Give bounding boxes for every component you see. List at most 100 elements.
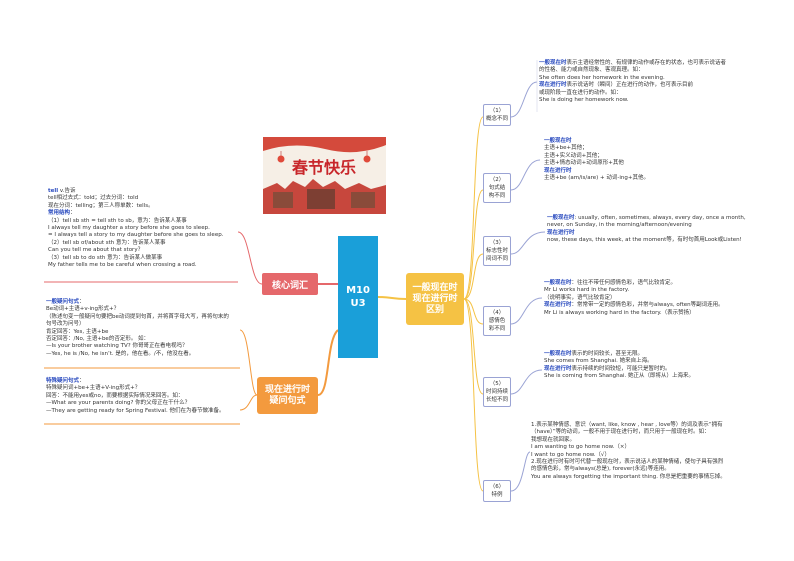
text-line: My father tells me to be careful when cr… — [48, 262, 223, 269]
text-line: 常用结构： — [48, 210, 223, 217]
text-line: tell相过去式：told；过去分词：told — [48, 195, 223, 202]
question-form-line2: 疑问句式 — [269, 395, 306, 406]
section-special: （6） 特例 — [483, 480, 511, 502]
text-line: 特殊疑问句式： — [46, 378, 224, 385]
general-question-text: 一般疑问句式：Be动词+主语+v-ing形式+？（陈述句变一般疑问句要把be动词… — [46, 299, 229, 358]
line-text: 的性格、能力或自然现象、客观真理。如： — [539, 67, 644, 74]
line-text: 主语+be (am/is/are) + 动词-ing+其他。 — [544, 175, 649, 182]
section-title: 标志性时间词不同 — [486, 248, 509, 262]
time-words-text: 一般现在时: usually, often, sometimes, always… — [547, 215, 746, 245]
line-text: （说明事实，语气比较肯定） — [544, 294, 616, 301]
text-line: Mr Li works hard in the factory. — [544, 287, 724, 294]
section-structure: （2） 句式结构不同 — [483, 173, 511, 203]
line-text: now, these days, this week, at the momen… — [547, 237, 742, 244]
tense-comparison-line2: 现在进行时 — [412, 293, 458, 304]
text-line: Be动词+主语+v-ing形式+？ — [46, 306, 229, 313]
emotion-text: 一般现在时：往往不带任何感情色彩，语气比较肯定。Mr Li works hard… — [544, 280, 724, 317]
line-text: （3）tell sb to do sth 意为：告诉某人做某事 — [48, 254, 163, 261]
line-text: —Is your brother watching TV? 你哥哥正在看电视吗？ — [46, 343, 188, 350]
line-text: Can you tell me about that story？ — [48, 247, 144, 254]
line-text: My father tells me to be careful when cr… — [48, 262, 197, 269]
section-number: （6） — [489, 484, 505, 490]
tense-comparison-line1: 一般现在时 — [412, 282, 458, 293]
line-text: 回答：不能用yes或no，而要根据实际情况来回答。如： — [46, 392, 184, 399]
highlight-term: 一般现在时 — [544, 351, 572, 357]
text-line: Can you tell me about that story？ — [48, 247, 223, 254]
text-line: 现在进行时 — [544, 168, 649, 175]
text-line: You are always forgetting the important … — [531, 473, 726, 480]
highlight-term: 一般现在时 — [547, 215, 575, 221]
line-text: —Yes, he is /No, he isn’t. 是的，他在看。/不，他没在… — [46, 350, 195, 357]
line-text: （2）tell sb of/about sth 意为：告诉某人某事 — [48, 239, 166, 246]
text-line: 主语+实义动词+其他； — [544, 153, 649, 160]
central-topic: M10 U3 — [338, 236, 378, 358]
highlight-term: 现在进行时 — [544, 302, 572, 309]
text-line: 现在进行时：常常带一定的感情色彩，并常与always, often等副词连用。 — [544, 302, 724, 309]
line-text: She is doing her homework now. — [539, 97, 629, 104]
text-line: （3）tell sb to do sth 意为：告诉某人做某事 — [48, 255, 223, 262]
banner-title: 春节快乐 — [291, 158, 356, 177]
section-concept: （1） 概念不同 — [483, 104, 511, 126]
line-text: ：常常带一定的感情色彩，并常与always, often等副词连用。 — [571, 302, 724, 309]
text-line: I always tell my daughter a story before… — [48, 225, 223, 232]
tense-comparison-line3: 区别 — [425, 304, 444, 315]
text-line: （have）”等的动词，一般不用于现在进行时，而只用于一般现在时。如： — [531, 429, 710, 436]
line-text: ： — [79, 378, 85, 384]
line-text: ： — [79, 299, 85, 305]
central-topic-line2: U3 — [350, 298, 366, 309]
section-time-words: （3） 标志性时间词不同 — [483, 236, 511, 266]
line-text: Mr Li is always working hard in the fact… — [544, 309, 695, 316]
highlight-term: 现在进行时 — [547, 229, 575, 236]
highlight-term: 现在进行时 — [544, 167, 572, 174]
highlight-term: 特殊疑问句式 — [46, 378, 80, 384]
line-text: 表示的时间较长，甚至无限。 — [571, 351, 644, 357]
line-text: I always tell my daughter a story before… — [48, 225, 210, 232]
line-text: 主语+情态动词+动词原形+其他 — [544, 160, 624, 167]
text-line: （1）tell sb sth = tell sth to sb，意为：告诉某人某… — [48, 218, 223, 225]
line-text: 句号改为问号） — [46, 321, 85, 328]
line-text: （陈述句变一般疑问句要把be动词提到句首，并将首字母大写，再将句末的 — [46, 313, 229, 320]
line-text: 表示说话时（瞬间）正在进行的动作，也可表示目前 — [566, 82, 694, 89]
line-text: 肯定回答：Yes, 主语+be — [46, 328, 109, 335]
text-line: 1.表示某种情感、意识（want, like, know , hear , lo… — [531, 422, 723, 428]
structure-text: 一般现在时主语+be+其他；主语+实义动词+其他；主语+情态动词+动词原形+其他… — [544, 138, 649, 182]
text-line: （陈述句变一般疑问句要把be动词提到句首，并将首字母大写，再将句末的 — [46, 314, 229, 321]
text-line: She comes from Shanghai. 她来自上海。 — [544, 358, 694, 365]
section-title: 时间持续长短不同 — [486, 389, 509, 403]
section-title: 句式结构不同 — [488, 185, 506, 199]
core-vocabulary-node: 核心词汇 — [262, 273, 318, 295]
spring-festival-banner: 春节快乐 — [263, 137, 386, 214]
text-line: 一般现在时表示的时间较长，甚至无限。 — [544, 351, 694, 358]
text-line: 句号改为问号） — [46, 321, 229, 328]
text-line: 主语+情态动词+动词原形+其他 — [544, 160, 649, 167]
line-text: 主语+实义动词+其他； — [544, 152, 603, 159]
line-text: never, on Sunday, in the morning/afterno… — [547, 222, 692, 229]
line-text: 表示持续的时间较短，可能只是暂时的。 — [571, 365, 671, 372]
highlight-term: 常用结构 — [48, 210, 71, 217]
highlight-term: 一般现在时 — [539, 60, 567, 66]
text-line: 现在分词：telling；第三人称单数：tells。 — [48, 203, 223, 210]
section-number: （3） — [489, 240, 505, 246]
central-topic-line1: M10 — [346, 285, 370, 296]
text-line: never, on Sunday, in the morning/afterno… — [547, 222, 746, 229]
highlight-term: 现在进行时 — [539, 82, 567, 89]
text-line: （2）tell sb of/about sth 意为：告诉某人某事 — [48, 240, 223, 247]
text-line: 回答：不能用yes或no，而要根据实际情况来回答。如： — [46, 393, 224, 400]
text-line: 一般现在时 — [544, 138, 649, 145]
text-line: 现在进行时表示说话时（瞬间）正在进行的动作，也可表示目前 — [539, 82, 726, 89]
highlight-term: 现在进行时 — [544, 365, 572, 372]
text-line: I want to go home now.（√） — [531, 451, 610, 458]
highlight-term: 一般疑问句式 — [46, 299, 80, 305]
section-number: （1） — [489, 108, 505, 114]
line-text: —They are getting ready for Spring Festi… — [46, 407, 225, 414]
line-text: Be动词+主语+v-ing形式+？ — [46, 306, 120, 313]
banner-illustration: 春节快乐 — [263, 137, 386, 214]
text-line: 的感情色彩，常与always(总是), forever(永远)等连用。 — [531, 466, 670, 473]
line-text: She often does her homework in the eveni… — [539, 74, 665, 81]
text-line: She is doing her homework now. — [539, 97, 726, 104]
text-line: 2.现在进行时有时可代替一般现在时，表示说话人的某种情绪，使句子具有强烈 — [531, 459, 724, 466]
special-question-text: 特殊疑问句式：特殊疑问词+be+主语+V-ing形式+？回答：不能用yes或no… — [46, 378, 224, 415]
line-text: : usually, often, sometimes, always, eve… — [574, 215, 746, 221]
concept-text: 一般现在时表示主语经常性的、有规律的动作或存在的状态，也可表示说话者的性格、能力… — [539, 60, 726, 104]
